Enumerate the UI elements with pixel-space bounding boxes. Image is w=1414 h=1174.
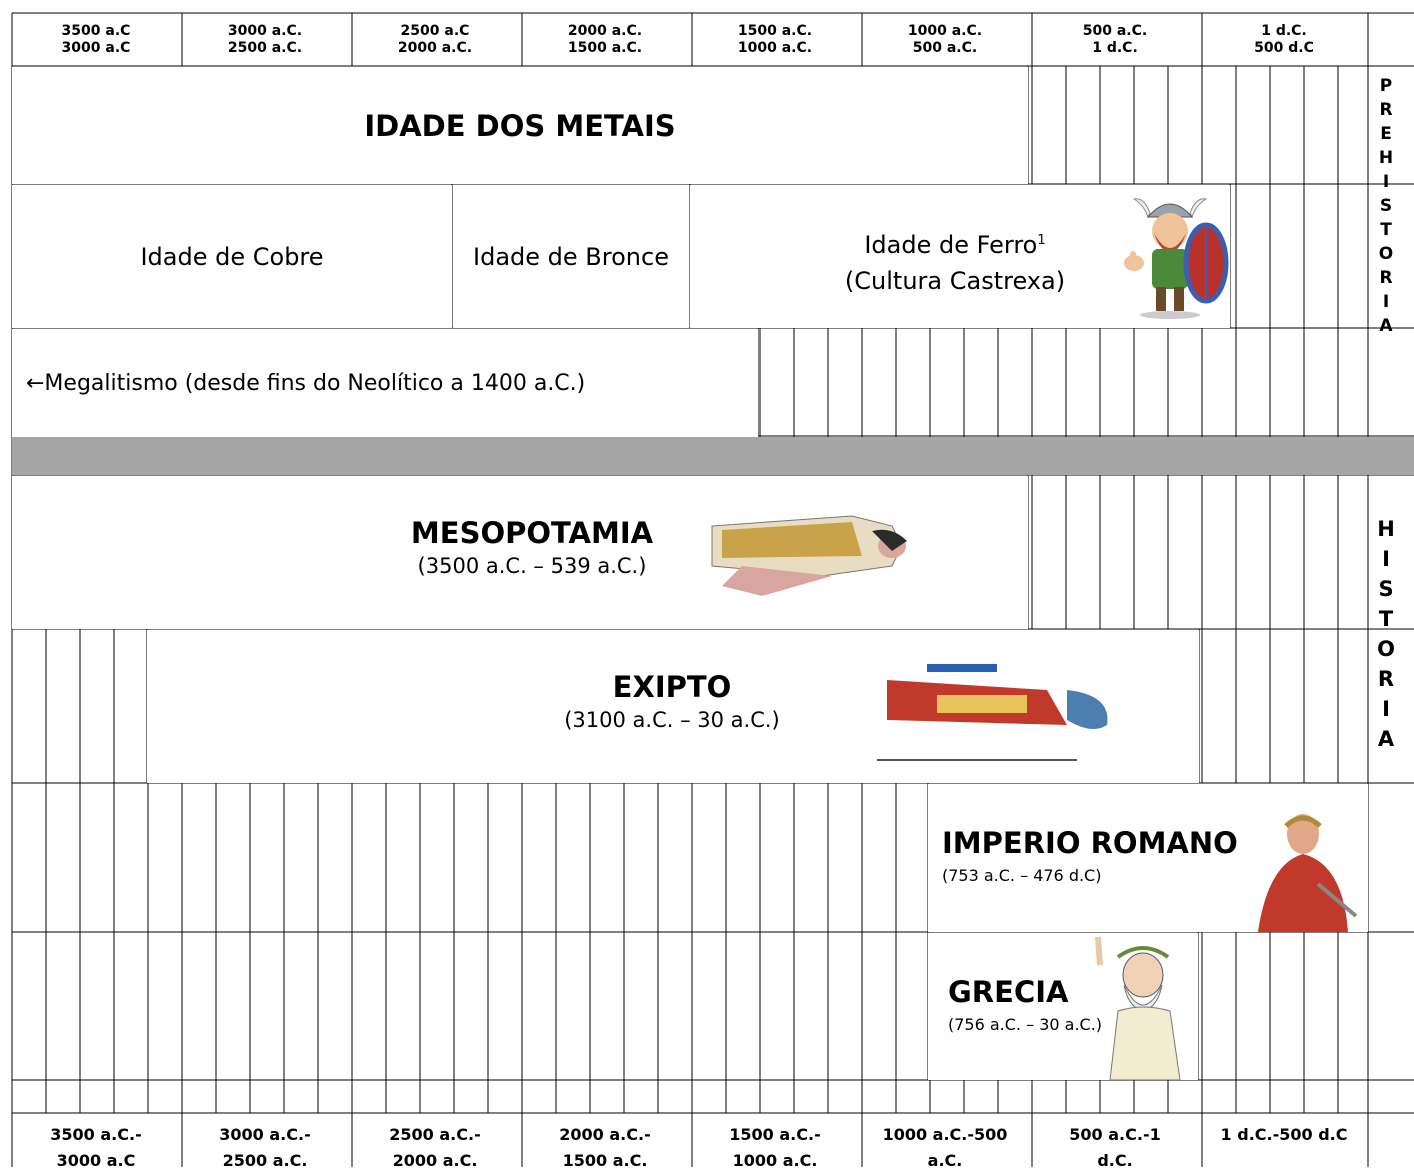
footer-period-7: 500 a.C.-1 d.C. [1069,1125,1161,1170]
roman-emperor-illustration [1258,814,1358,932]
roman-empire-band: IMPERIO ROMANO (753 a.C. – 476 d.C) [928,784,1368,932]
megalithism-band: ←Megalitismo (desde fins do Neolítico a … [12,329,758,437]
roman-empire-title: IMPERIO ROMANO [942,826,1238,860]
footer-period-4: 2000 a.C.- 1500 a.C. [559,1125,651,1170]
footer-period-2: 3000 a.C.- 2500 a.C. [219,1125,311,1170]
iron-age-sublabel: (Cultura Castrexa) [844,267,1066,295]
greek-philosopher-illustration [1095,936,1181,1080]
prehistoria-letter: T [1380,220,1392,240]
iron-age-footnote: 1 [1037,233,1046,248]
greece-dates: (756 a.C. – 30 a.C.) [948,1015,1103,1034]
header-period-6: 1000 a.C. 500 a.C. [907,23,983,56]
iron-age-label: Idade de Ferro [864,231,1038,259]
mesopotamian-figure-illustration [711,515,907,596]
copper-age-band: Idade de Cobre [12,185,452,328]
prehistoria-letter: R [1379,100,1393,120]
mesopotamia-band: MESOPOTAMIA (3500 a.C. – 539 a.C.) [12,476,1028,629]
header-period-7: 500 a.C. 1 d.C. [1082,23,1148,56]
prehistoria-letter: I [1382,172,1390,192]
historia-letter: T [1378,607,1394,631]
mesopotamia-dates: (3500 a.C. – 539 a.C.) [417,554,647,578]
header-period-2: 3000 a.C. 2500 a.C. [227,23,303,56]
prehistoria-letter: O [1378,244,1394,264]
prehistoria-letter: S [1379,196,1393,216]
footer-period-5: 1500 a.C.- 1000 a.C. [729,1125,821,1170]
footer-period-6: 1000 a.C.-500 a.C. [882,1125,1008,1170]
megalithism-label: ←Megalitismo (desde fins do Neolítico a … [26,370,586,396]
header-period-8: 1 d.C. 500 d.C [1254,23,1314,56]
header-period-3: 2500 a.C 2000 a.C. [397,23,473,56]
egypt-dates: (3100 a.C. – 30 a.C.) [564,708,780,732]
roman-empire-dates: (753 a.C. – 476 d.C) [942,866,1102,885]
footer-period-8: 1 d.C.-500 d.C [1220,1125,1348,1144]
prehistoria-letter: A [1379,316,1393,336]
era-separator [12,437,1414,475]
historia-letter: S [1378,577,1394,601]
greece-band: GRECIA (756 a.C. – 30 a.C.) [928,933,1198,1080]
egypt-band: EXIPTO (3100 a.C. – 30 a.C.) [147,630,1199,783]
header-period-5: 1500 a.C. 1000 a.C. [737,23,813,56]
egyptian-figure-illustration [872,664,1117,761]
metals-age-band: IDADE DOS METAIS [12,67,1028,184]
egypt-title: EXIPTO [612,670,732,704]
prehistoria-letter: P [1379,76,1393,96]
historia-letter: I [1382,697,1390,721]
prehistoria-letter: H [1378,148,1394,168]
greece-title: GRECIA [948,975,1069,1009]
bronze-age-label: Idade de Bronce [473,242,669,271]
viking-warrior-illustration [1124,198,1229,319]
header-period-4: 2000 a.C. 1500 a.C. [567,23,643,56]
copper-age-label: Idade de Cobre [140,242,324,271]
footer-period-3: 2500 a.C.- 2000 a.C. [389,1125,481,1170]
header-period-1: 3500 a.C 3000 a.C [61,23,131,56]
prehistoria-letter: I [1382,292,1390,312]
prehistoria-letter: R [1379,268,1393,288]
iron-age-band: Idade de Ferro1 (Cultura Castrexa) [690,185,1230,328]
metals-age-title: IDADE DOS METAIS [364,108,676,143]
mesopotamia-title: MESOPOTAMIA [410,516,654,550]
historia-letter: R [1377,667,1395,691]
historia-letter: I [1382,547,1390,571]
prehistoria-letter: E [1380,124,1392,144]
historia-letter: O [1377,637,1395,661]
bronze-age-band: Idade de Bronce [453,185,689,328]
historia-letter: H [1377,517,1395,541]
historia-letter: A [1377,727,1395,751]
footer-period-1: 3500 a.C.- 3000 a.C [50,1125,142,1170]
